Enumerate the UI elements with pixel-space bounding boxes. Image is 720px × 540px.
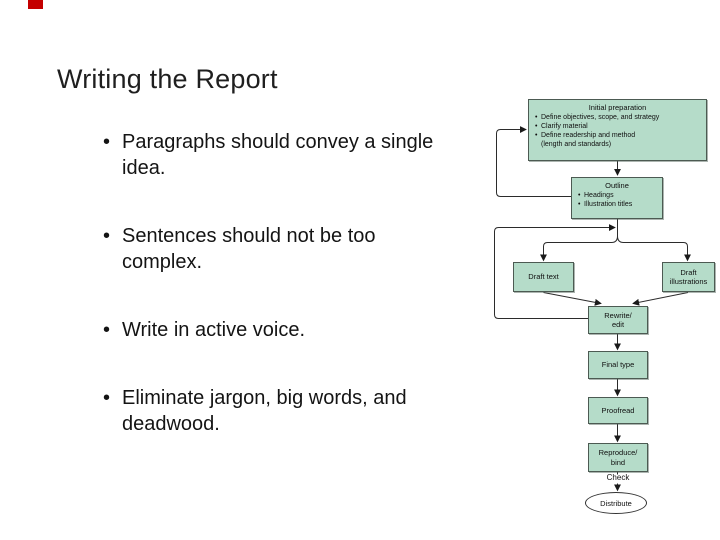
flowchart-box-draft-text: Draft text xyxy=(513,262,574,292)
flowchart-box-proofread: Proofread xyxy=(588,397,648,424)
arrow-fork-to-draft-illustrations xyxy=(617,235,691,262)
bullet-item: • Sentences should not be too complex. xyxy=(103,223,471,275)
box-bullet: • Illustration titles xyxy=(572,200,662,209)
bullet-text: Paragraphs should convey a single idea. xyxy=(122,131,434,179)
bullet-item: • Write in active voice. xyxy=(103,317,471,343)
flowchart-box-initial-preparation: Initial preparation • Define objectives,… xyxy=(528,99,707,161)
slide-corner-marker xyxy=(28,0,43,9)
box-bullet-text: Headings xyxy=(584,192,614,199)
bullet-marker: • xyxy=(103,387,111,409)
arrow-rewrite-feedback xyxy=(494,224,616,319)
flowchart-terminator-distribute: Distribute xyxy=(585,492,647,514)
bullet-marker: • xyxy=(535,123,538,130)
arrow-draft-text-to-rewrite xyxy=(543,292,602,306)
box-bullet-text: Illustration titles xyxy=(584,201,633,208)
arrow-fork-to-draft-text xyxy=(540,235,618,262)
box-bullet-text: Clarify material xyxy=(541,123,588,130)
bullet-item: • Paragraphs should convey a single idea… xyxy=(103,129,471,181)
box-title: Initial preparation xyxy=(588,103,647,112)
flowchart-box-draft-illustrations: Draft illustrations xyxy=(662,262,715,292)
flowchart-box-final-type: Final type xyxy=(588,351,648,379)
bullet-marker: • xyxy=(103,131,111,153)
bullet-marker: • xyxy=(535,114,538,121)
bullet-marker: • xyxy=(578,201,581,208)
arrow-outline-feedback xyxy=(496,126,571,197)
box-bullet: • Headings xyxy=(572,191,662,200)
bullet-marker: • xyxy=(535,132,538,139)
bullet-text: Eliminate jargon, big words, and deadwoo… xyxy=(122,387,407,435)
slide-title: Writing the Report xyxy=(57,64,278,94)
bullet-text: Write in active voice. xyxy=(122,319,306,341)
box-bullet-text: Define objectives, scope, and strategy xyxy=(541,114,660,121)
box-bullet: • Clarify material xyxy=(529,122,706,131)
bullet-list: • Paragraphs should convey a single idea… xyxy=(103,129,471,479)
bullet-marker: • xyxy=(103,225,111,247)
flowchart-box-outline: Outline • Headings • Illustration titles xyxy=(571,177,663,219)
box-bullet: • Define objectives, scope, and strategy xyxy=(529,113,706,122)
arrow-draft-illustrations-to-rewrite xyxy=(632,292,689,306)
box-bullet-text: Define readership and method xyxy=(541,132,636,139)
flowchart-box-reproduce-bind: Reproduce/ bind xyxy=(588,443,648,472)
box-title: Outline xyxy=(605,181,629,190)
box-bullet: • Define readership and method xyxy=(529,131,706,140)
bullet-marker: • xyxy=(103,319,111,341)
bullet-item: • Eliminate jargon, big words, and deadw… xyxy=(103,385,471,437)
box-bullet-continuation: (length and standards) xyxy=(541,141,612,148)
bullet-marker: • xyxy=(578,192,581,199)
bullet-text: Sentences should not be too complex. xyxy=(122,225,376,273)
check-label: Check xyxy=(606,473,630,482)
flowchart-box-rewrite-edit: Rewrite/ edit xyxy=(588,306,648,334)
